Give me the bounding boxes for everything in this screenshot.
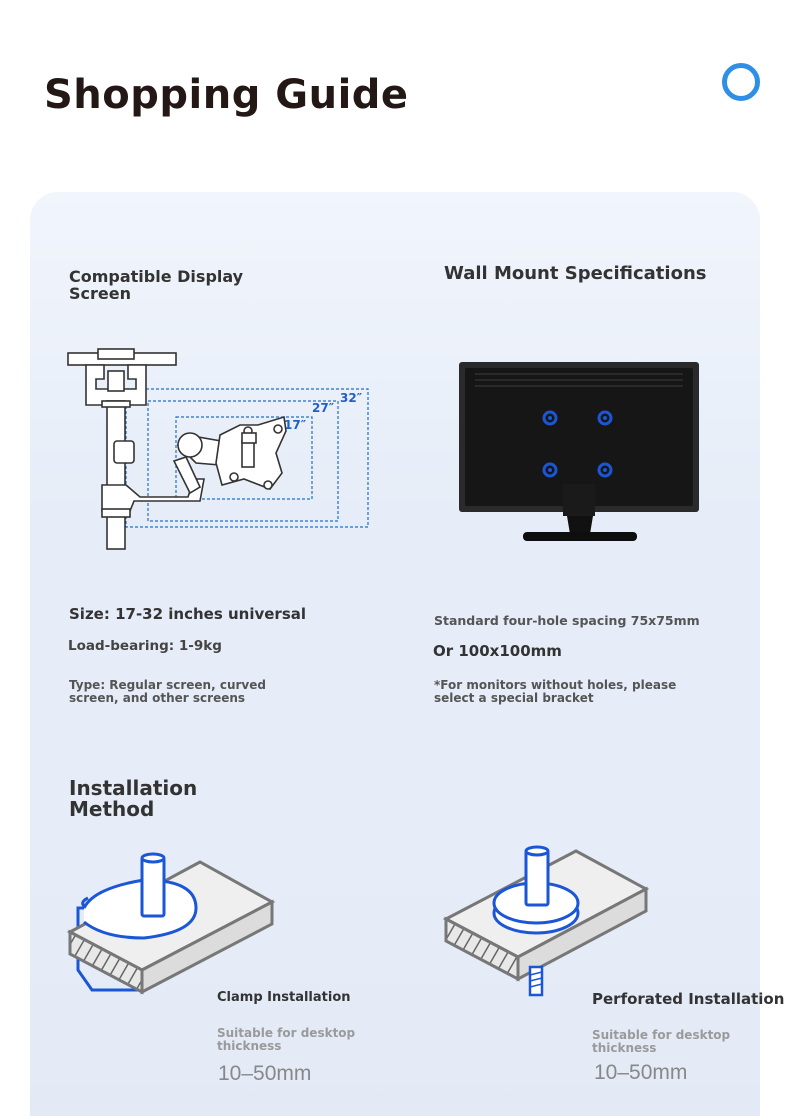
- alt-spacing-spec: Or 100x100mm: [433, 642, 562, 660]
- clamp-installation-title: Clamp Installation: [217, 990, 351, 1005]
- load-spec: Load-bearing: 1-9kg: [68, 638, 222, 654]
- perforated-installation-illustration: [442, 845, 650, 997]
- size-frame-17: [175, 416, 313, 500]
- installation-heading: Installation Method: [69, 776, 198, 821]
- compatible-heading: Compatible Display Screen: [69, 267, 244, 303]
- monitor-arm-illustration: 32″ 27″ 17″: [67, 348, 369, 550]
- perforated-installation-title: Perforated Installation: [592, 990, 785, 1008]
- size-label-32: 32″: [340, 391, 363, 405]
- monitor-back-illustration: [459, 362, 699, 541]
- size-spec: Size: 17-32 inches universal: [69, 605, 307, 623]
- perforated-installation-subtitle: Suitable for desktop thickness: [592, 1028, 731, 1055]
- clamp-installation-illustration: [66, 852, 276, 995]
- size-label-17: 17″: [284, 418, 307, 432]
- ring-icon: [722, 63, 760, 101]
- page-title: Shopping Guide: [44, 72, 409, 118]
- size-label-27: 27″: [312, 401, 335, 415]
- type-spec: Type: Regular screen, curved screen, and…: [69, 678, 266, 705]
- wall-mount-heading: Wall Mount Specifications: [444, 263, 707, 284]
- perforated-thickness-range: 10–50mm: [594, 1061, 688, 1084]
- clamp-installation-subtitle: Suitable for desktop thickness: [217, 1026, 356, 1053]
- bracket-note: *For monitors without holes, please sele…: [434, 678, 677, 705]
- hole-spacing-spec: Standard four-hole spacing 75x75mm: [434, 613, 700, 628]
- vesa-holes: [542, 410, 613, 478]
- size-frame-27: [147, 400, 339, 522]
- clamp-thickness-range: 10–50mm: [218, 1062, 312, 1085]
